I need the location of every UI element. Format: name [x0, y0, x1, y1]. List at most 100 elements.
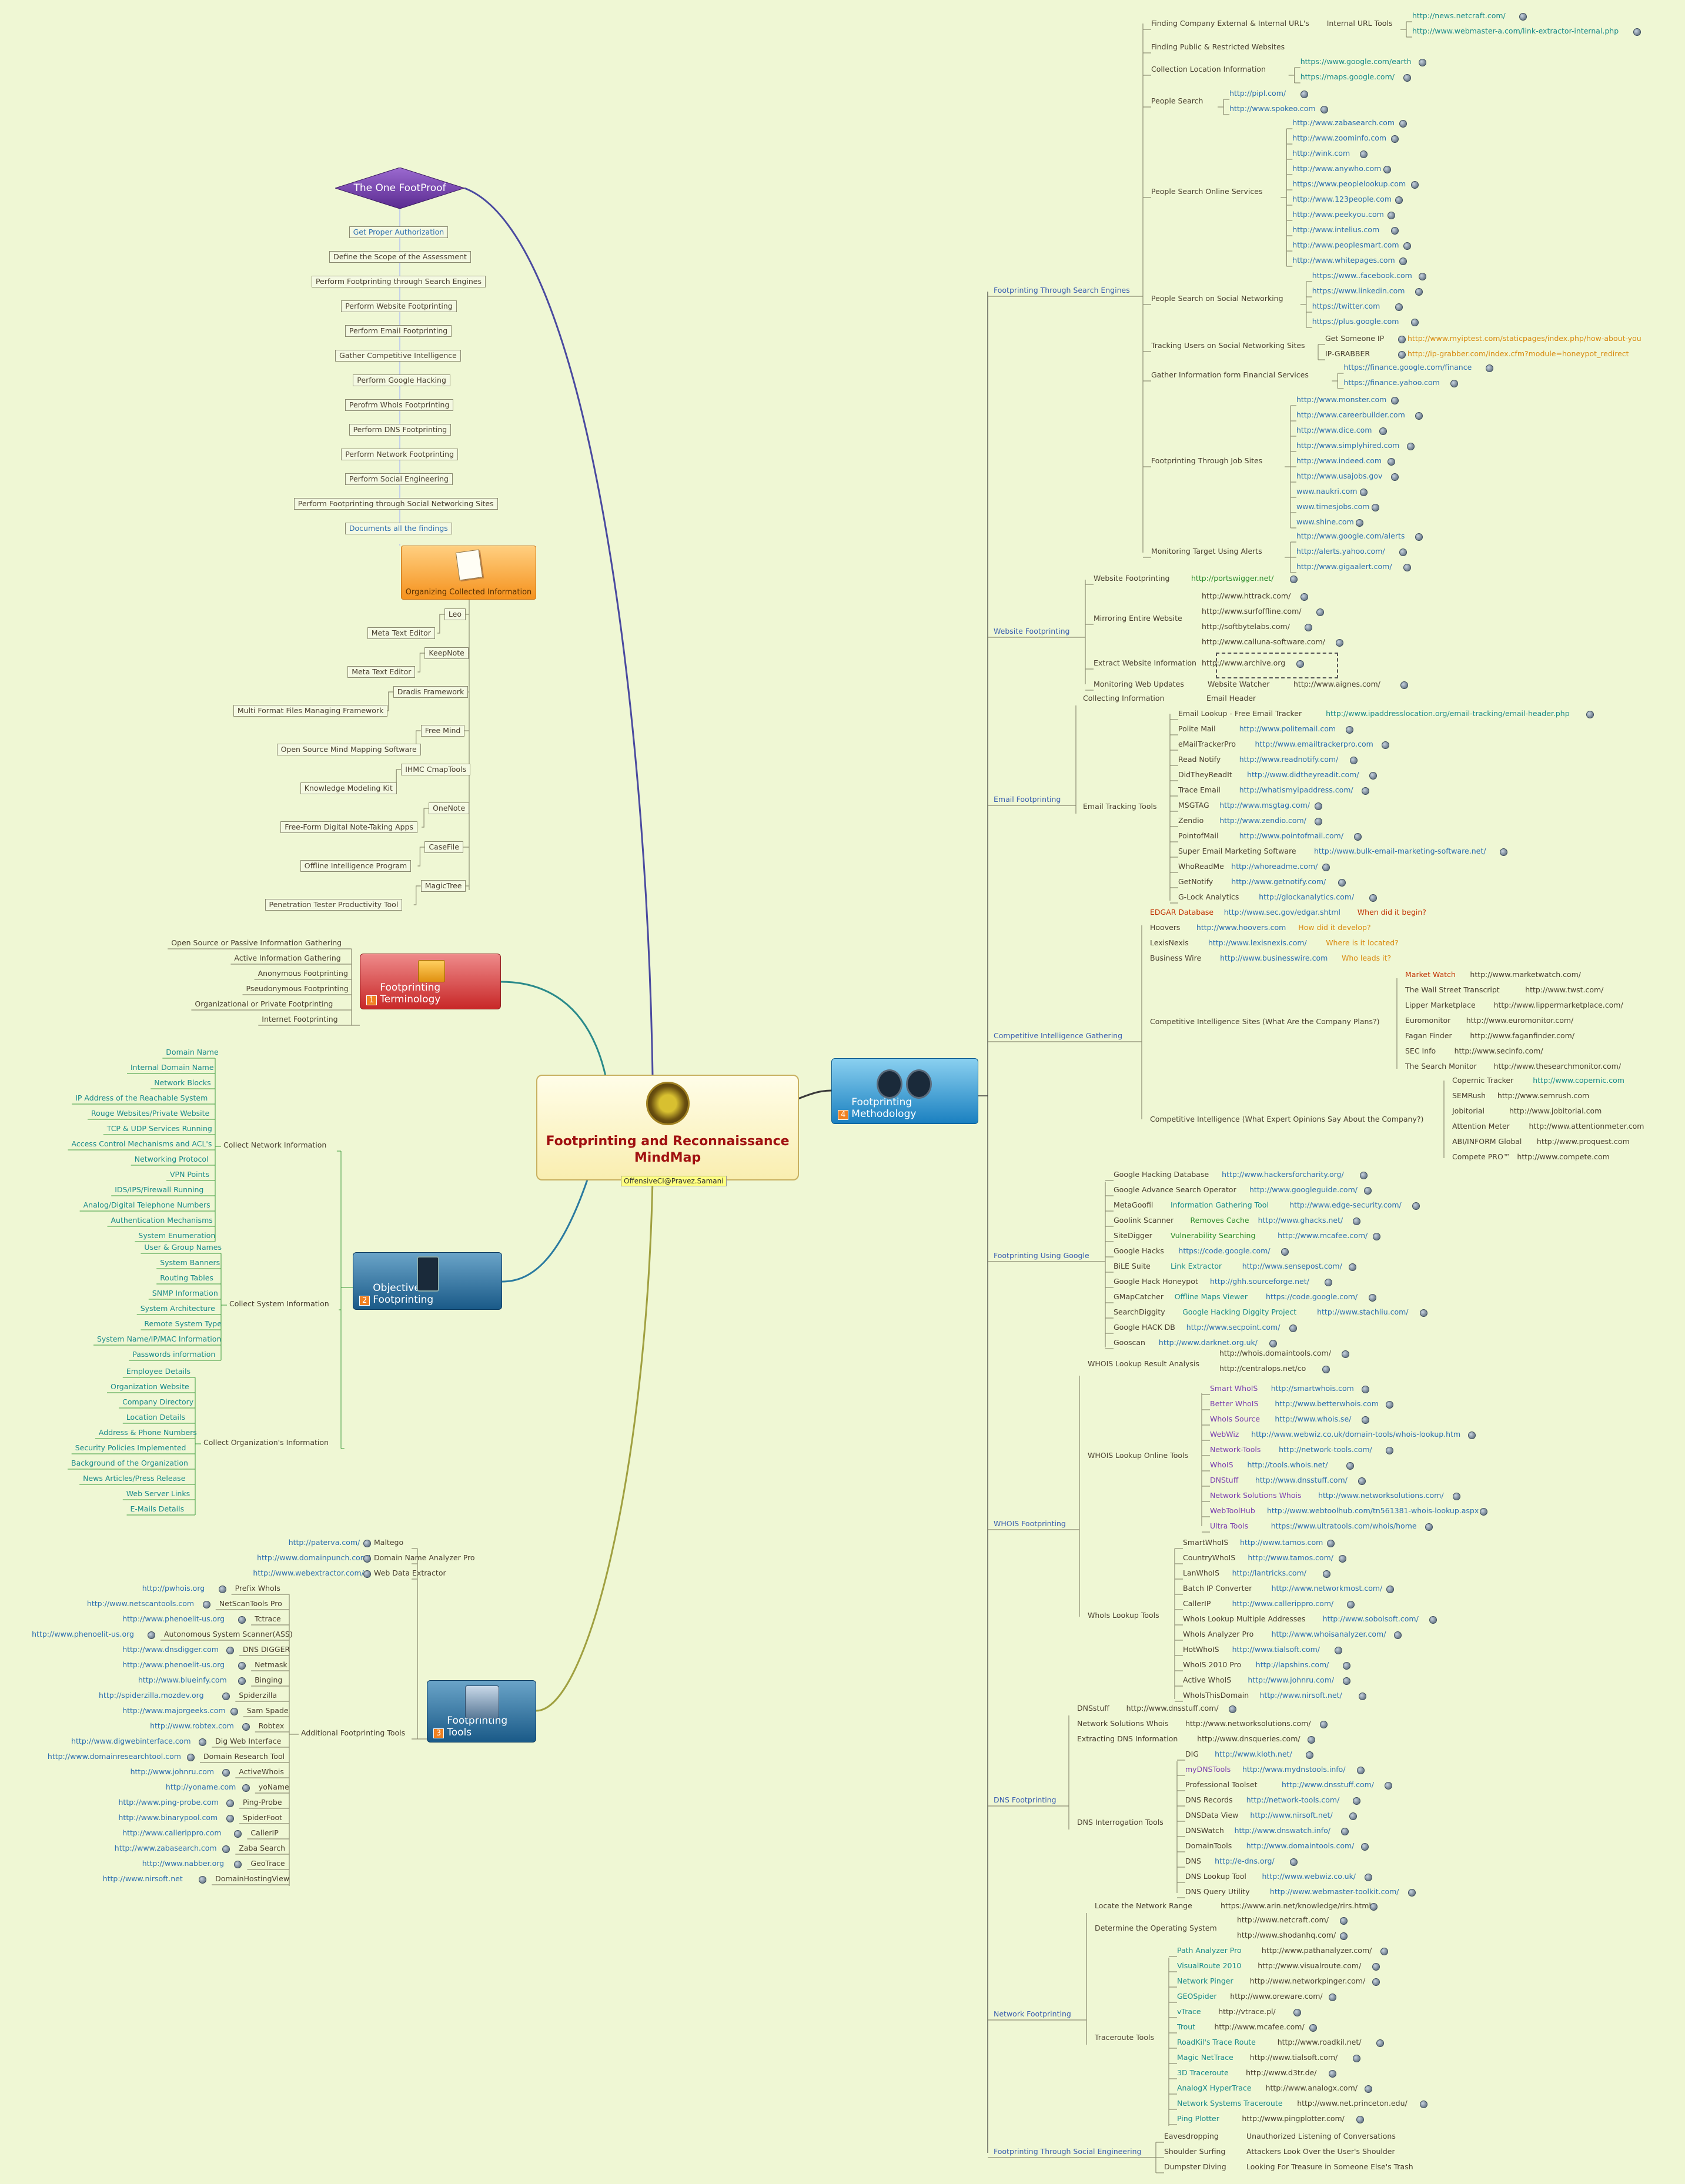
- dns-item[interactable]: Network Solutions Whois: [1077, 1719, 1169, 1728]
- tool-name[interactable]: CallerIP: [250, 1828, 279, 1837]
- hyperlink-icon[interactable]: [1385, 1401, 1393, 1409]
- google-url[interactable]: https://code.google.com/: [1178, 1246, 1271, 1255]
- hyperlink-icon[interactable]: [218, 1586, 226, 1593]
- email-url[interactable]: http://whoreadme.com/: [1231, 862, 1318, 871]
- hyperlink-icon[interactable]: [1419, 273, 1427, 280]
- hyperlink-icon[interactable]: [1519, 13, 1527, 21]
- hyperlink-icon[interactable]: [1339, 1555, 1347, 1563]
- whois-tool-url[interactable]: http://www.tialsoft.com/: [1232, 1645, 1320, 1654]
- dns-tool-url[interactable]: http://www.dnsstuff.com/: [1282, 1780, 1374, 1789]
- competitive-sites-label[interactable]: Competitive Intelligence Sites (What Are…: [1150, 1017, 1380, 1026]
- website-group[interactable]: Website Footprinting: [1094, 574, 1170, 583]
- dns-tool-url[interactable]: http://www.webmaster-toolkit.com/: [1269, 1887, 1399, 1896]
- email-tool[interactable]: Read Notify: [1178, 755, 1221, 764]
- google-url[interactable]: http://www.edge-security.com/: [1289, 1200, 1402, 1209]
- tool-name[interactable]: GeoTrace: [250, 1859, 285, 1868]
- tool-url[interactable]: http://www.robtex.com: [150, 1721, 234, 1730]
- email-url[interactable]: http://www.didtheyreadit.com/: [1247, 770, 1359, 779]
- tool-url[interactable]: http://www.blueinfy.com: [138, 1675, 227, 1684]
- search-group[interactable]: People Search Online Services: [1151, 187, 1263, 196]
- search-url[interactable]: http://www.anywho.com: [1292, 164, 1382, 173]
- network-range-url[interactable]: https://www.arin.net/knowledge/rirs.html: [1221, 1901, 1371, 1910]
- trace-tool[interactable]: GEOSpider: [1177, 1992, 1217, 2001]
- competitive-site[interactable]: Fagan Finder: [1405, 1031, 1452, 1040]
- whois-tool-url[interactable]: http://www.nirsoft.net/: [1259, 1691, 1342, 1700]
- hyperlink-icon[interactable]: [1300, 593, 1309, 601]
- hyperlink-icon[interactable]: [1346, 1601, 1355, 1608]
- whois-online-url[interactable]: http://www.networksolutions.com/: [1318, 1491, 1444, 1500]
- email-url[interactable]: http://www.msgtag.com/: [1219, 801, 1310, 810]
- hyperlink-icon[interactable]: [1339, 1932, 1348, 1940]
- trace-url[interactable]: http://www.roadkil.net/: [1277, 2038, 1362, 2046]
- hyperlink-icon[interactable]: [1429, 1616, 1437, 1624]
- search-group[interactable]: Tracking Users on Social Networking Site…: [1151, 341, 1305, 350]
- google-url[interactable]: http://www.hackersforcharity.org/: [1222, 1170, 1344, 1179]
- expert-tool[interactable]: Compete PRO™: [1452, 1152, 1511, 1161]
- tool-url[interactable]: http://pwhois.org: [142, 1584, 205, 1593]
- hyperlink-icon[interactable]: [1281, 1248, 1289, 1256]
- objective-group[interactable]: Collect Network Information: [223, 1141, 327, 1149]
- step-item[interactable]: Perofrm WhoIs Footprinting: [345, 399, 454, 411]
- search-group[interactable]: Finding Company External & Internal URL'…: [1151, 19, 1309, 28]
- tool-name[interactable]: Tctrace: [255, 1614, 281, 1623]
- hyperlink-icon[interactable]: [1322, 864, 1330, 871]
- hyperlink-icon[interactable]: [222, 1845, 230, 1853]
- hyperlink-icon[interactable]: [363, 1540, 371, 1547]
- email-tools-label[interactable]: Email Tracking Tools: [1083, 802, 1157, 811]
- hyperlink-icon[interactable]: [1349, 757, 1358, 764]
- search-url[interactable]: http://news.netcraft.com/: [1412, 11, 1506, 20]
- competitive-url[interactable]: http://www.hoovers.com: [1196, 923, 1286, 932]
- tool-url[interactable]: http://www.domainresearchtool.com: [47, 1752, 181, 1761]
- hyperlink-icon[interactable]: [1383, 166, 1391, 173]
- step-item[interactable]: Get Proper Authorization: [349, 226, 449, 238]
- whois-branch[interactable]: WHOIS Footprinting: [994, 1519, 1066, 1528]
- search-url[interactable]: http://www.zabasearch.com: [1292, 118, 1395, 127]
- step-item[interactable]: Perform DNS Footprinting: [349, 424, 452, 436]
- tool-name[interactable]: Domain Name Analyzer Pro: [374, 1553, 475, 1562]
- tool-name[interactable]: DomainHostingView: [215, 1874, 290, 1883]
- email-url[interactable]: http://www.emailtrackerpro.com: [1255, 740, 1373, 748]
- email-url[interactable]: http://www.politemail.com: [1239, 724, 1336, 733]
- hyperlink-icon[interactable]: [226, 1647, 234, 1654]
- hyperlink-icon[interactable]: [187, 1754, 195, 1761]
- org-tool[interactable]: KeepNote: [424, 647, 469, 659]
- hyperlink-icon[interactable]: [1364, 2085, 1372, 2093]
- step-item[interactable]: Perform Network Footprinting: [341, 449, 459, 460]
- google-url[interactable]: http://www.stachliu.com/: [1317, 1307, 1409, 1316]
- social-technique[interactable]: Dumpster Diving: [1164, 2162, 1226, 2171]
- whois-tool-url[interactable]: http://www.networkmost.com/: [1271, 1584, 1383, 1593]
- hyperlink-icon[interactable]: [1415, 288, 1423, 296]
- whois-online-tool[interactable]: WhoIs Source: [1210, 1414, 1261, 1423]
- objective-group[interactable]: Collect System Information: [229, 1299, 329, 1308]
- search-url[interactable]: http://pipl.com/: [1229, 89, 1286, 98]
- hyperlink-icon[interactable]: [1403, 564, 1411, 571]
- search-group[interactable]: People Search: [1151, 96, 1203, 105]
- website-url[interactable]: http://www.aignes.com/: [1293, 680, 1380, 688]
- org-tool[interactable]: Free Mind: [420, 725, 465, 737]
- trace-url[interactable]: http://www.pathanalyzer.com/: [1261, 1946, 1372, 1955]
- hyperlink-icon[interactable]: [1314, 802, 1322, 810]
- tool-url[interactable]: http://www.johnru.com: [130, 1767, 215, 1776]
- hyperlink-icon[interactable]: [1356, 2116, 1365, 2123]
- competitive-site[interactable]: The Wall Street Transcript: [1405, 985, 1500, 994]
- website-url[interactable]: http://softbytelabs.com/: [1202, 622, 1290, 631]
- email-collecting[interactable]: Collecting Information: [1083, 694, 1165, 703]
- search-url[interactable]: http://www.careerbuilder.com: [1296, 410, 1405, 419]
- google-url[interactable]: http://www.secpoint.com/: [1186, 1323, 1281, 1332]
- hyperlink-icon[interactable]: [1368, 1294, 1376, 1302]
- website-url[interactable]: http://www.httrack.com/: [1202, 591, 1291, 600]
- whois-tool-url[interactable]: http://www.tamos.com/: [1248, 1553, 1333, 1562]
- search-url[interactable]: www.shine.com: [1296, 517, 1354, 526]
- competitive-site[interactable]: The Search Monitor: [1405, 1062, 1477, 1071]
- whois-tool[interactable]: WhoIs Lookup Multiple Addresses: [1183, 1614, 1306, 1623]
- google-tool[interactable]: Google Hacking Database: [1114, 1170, 1209, 1179]
- search-url[interactable]: http://www.indeed.com: [1296, 456, 1382, 465]
- competitive-source[interactable]: EDGAR Database: [1150, 908, 1214, 917]
- search-url[interactable]: www.naukri.com: [1296, 487, 1358, 496]
- hyperlink-icon[interactable]: [1398, 336, 1406, 343]
- competitive-site-url[interactable]: http://www.euromonitor.com/: [1466, 1016, 1574, 1025]
- search-group[interactable]: Collection Location Information: [1151, 65, 1266, 73]
- hyperlink-icon[interactable]: [1403, 242, 1411, 250]
- trace-tool[interactable]: vTrace: [1177, 2007, 1201, 2016]
- hyperlink-icon[interactable]: [1386, 1586, 1394, 1593]
